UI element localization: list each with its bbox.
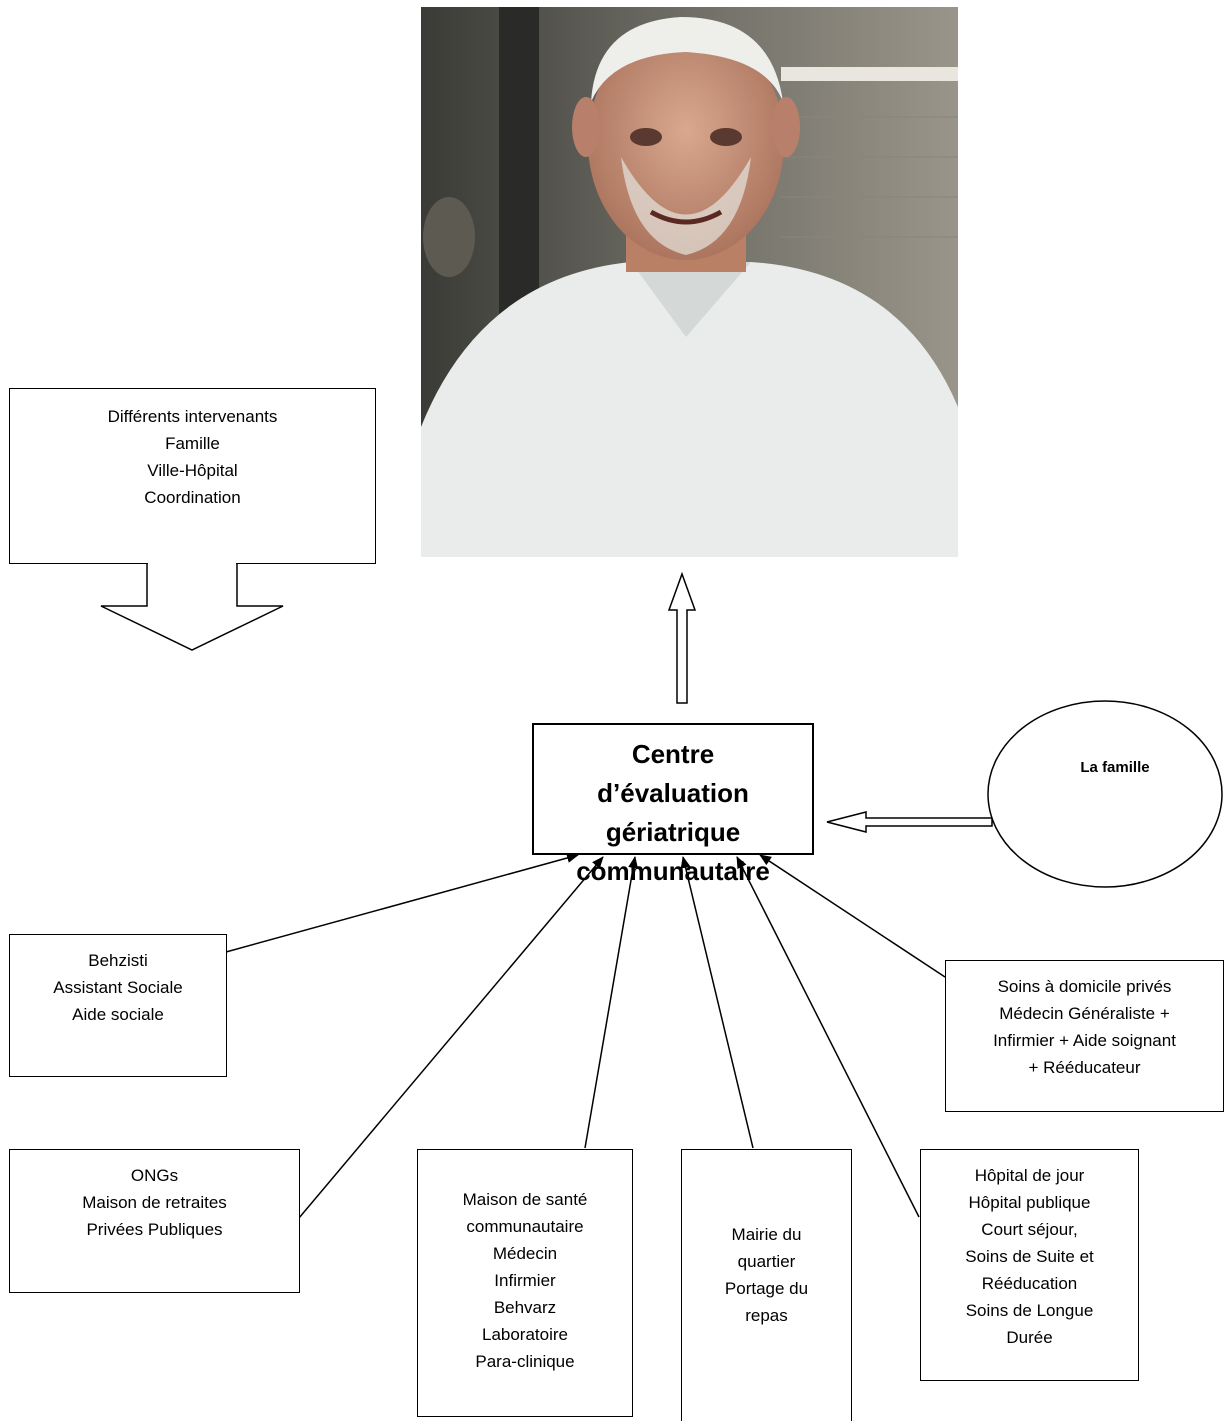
centre-line-3: gériatrique — [605, 817, 741, 847]
maison-sante-line-2: communautaire — [466, 1217, 584, 1236]
arrow-maison-sante — [584, 856, 639, 1149]
soins-domicile-line-1: Soins à domicile privés — [997, 977, 1172, 996]
arrow-behzisti — [225, 853, 579, 953]
ongs-box: ONGs Maison de retraites Privées Publiqu… — [9, 1149, 300, 1293]
down-block-arrow — [100, 563, 284, 651]
centre-line-1: Centre — [631, 739, 715, 769]
maison-sante-line-7: Para-clinique — [475, 1352, 575, 1371]
intervenants-line-3: Ville-Hôpital — [147, 461, 238, 480]
left-block-arrow — [826, 811, 993, 833]
hopital-line-1: Hôpital de jour — [974, 1166, 1085, 1185]
hopital-box: Hôpital de jour Hôpital publique Court s… — [920, 1149, 1139, 1381]
hopital-line-2: Hôpital publique — [968, 1193, 1091, 1212]
arrow-hopital — [736, 856, 920, 1218]
arrow-junction — [148, 560, 236, 565]
soins-domicile-line-2: Médecin Généraliste + — [999, 1004, 1170, 1023]
mairie-line-1: Mairie du — [731, 1225, 802, 1244]
centre-evaluation-box: Centre d’évaluation gériatrique communau… — [532, 723, 814, 886]
arrow-soins-domicile — [759, 854, 946, 978]
hopital-line-4: Soins de Suite et — [965, 1247, 1094, 1266]
mairie-line-3: Portage du — [724, 1279, 809, 1298]
behzisti-line-3: Aide sociale — [72, 1005, 164, 1024]
maison-sante-line-1: Maison de santé — [462, 1190, 588, 1209]
maison-sante-line-4: Infirmier — [494, 1271, 556, 1290]
mairie-line-2: quartier — [737, 1252, 796, 1271]
intervenants-box: Différents intervenants Famille Ville-Hô… — [9, 388, 376, 564]
intervenants-line-1: Différents intervenants — [107, 407, 278, 426]
maison-sante-line-5: Behvarz — [493, 1298, 557, 1317]
hopital-line-7: Durée — [1006, 1328, 1053, 1347]
maison-sante-line-6: Laboratoire — [481, 1325, 568, 1344]
centre-line-4: communautaire — [576, 856, 770, 886]
behzisti-line-1: Behzisti — [88, 951, 148, 970]
soins-domicile-line-4: + Rééducateur — [1028, 1058, 1141, 1077]
behzisti-line-2: Assistant Sociale — [53, 978, 183, 997]
arrow-ongs — [298, 856, 604, 1219]
arrow-mairie — [680, 856, 754, 1149]
ongs-line-3: Privées Publiques — [86, 1220, 223, 1239]
ongs-line-2: Maison de retraites — [82, 1193, 227, 1212]
behzisti-box: Behzisti Assistant Sociale Aide sociale — [9, 934, 227, 1077]
family-oval — [987, 700, 1223, 888]
family-oval-label: La famille — [1080, 759, 1150, 776]
mairie-line-4: repas — [745, 1306, 788, 1325]
intervenants-line-4: Coordination — [144, 488, 241, 507]
maison-sante-line-3: Médecin — [492, 1244, 558, 1263]
hopital-line-5: Rééducation — [981, 1274, 1078, 1293]
mairie-box: Mairie du quartier Portage du repas — [681, 1149, 852, 1421]
elderly-man-photo — [421, 7, 958, 557]
intervenants-line-2: Famille — [165, 434, 220, 453]
ongs-line-1: ONGs — [130, 1166, 179, 1185]
hopital-line-3: Court séjour, — [981, 1220, 1078, 1239]
soins-domicile-box: Soins à domicile privés Médecin Générali… — [945, 960, 1224, 1112]
maison-sante-box: Maison de santé communautaire Médecin In… — [417, 1149, 633, 1417]
centre-line-2: d’évaluation — [597, 778, 749, 808]
up-block-arrow — [667, 571, 697, 704]
hopital-line-6: Soins de Longue — [965, 1301, 1094, 1320]
soins-domicile-line-3: Infirmier + Aide soignant — [993, 1031, 1176, 1050]
